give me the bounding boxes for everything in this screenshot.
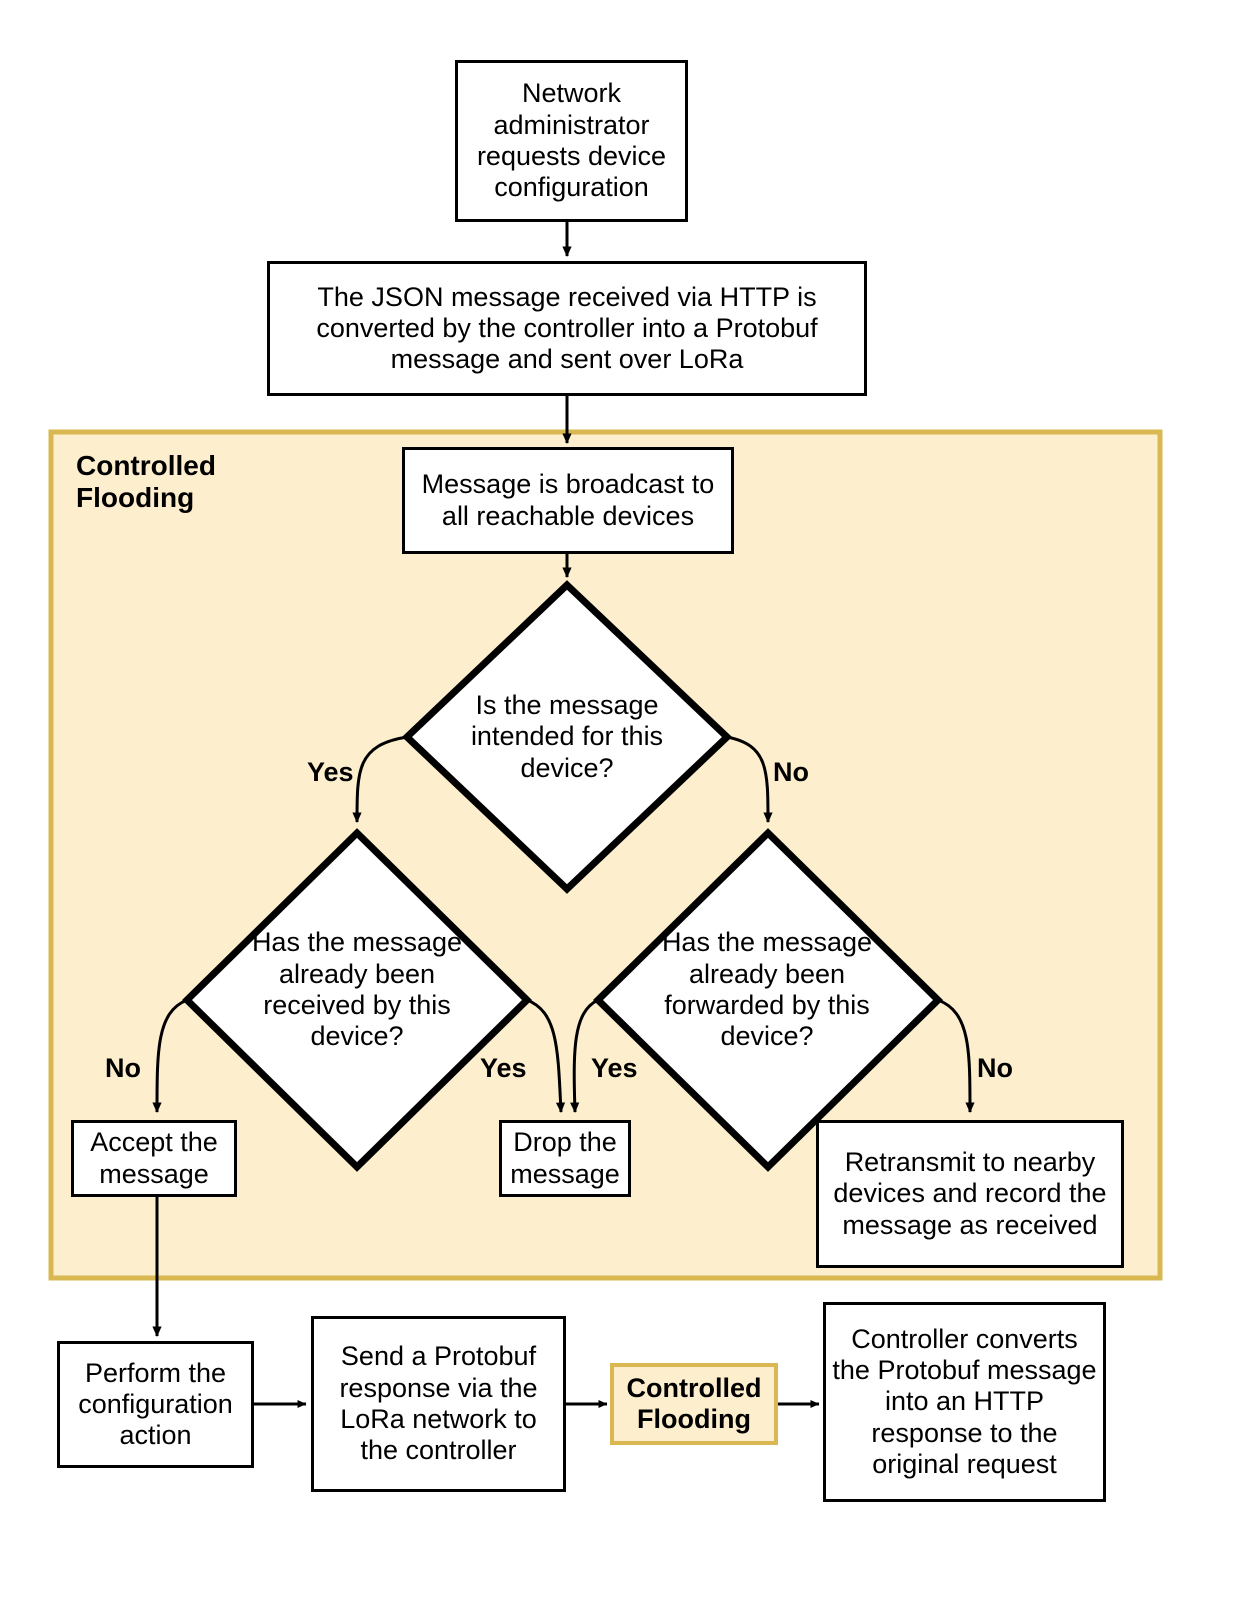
node-convert[interactable]: The JSON message received via HTTP is co… [267, 261, 867, 396]
node-broadcast-label: Message is broadcast to all reachable de… [421, 469, 715, 531]
node-controller-converts-label: Controller converts the Protobuf message… [832, 1323, 1097, 1479]
node-drop[interactable]: Drop the message [499, 1120, 631, 1197]
edge-intended-yes [352, 735, 408, 823]
edge-forwarded-no [937, 998, 975, 1113]
node-convert-label: The JSON message received via HTTP is co… [316, 281, 818, 375]
decision-intended-shape [401, 580, 733, 894]
edge-label-received-yes: Yes [480, 1053, 527, 1084]
edge-label-forwarded-no-text: No [977, 1053, 1013, 1083]
edge-label-intended-no: No [773, 757, 809, 788]
edge-label-intended-yes: Yes [307, 757, 354, 788]
node-accept[interactable]: Accept the message [71, 1120, 237, 1197]
node-controlled-flooding-step-line2: Flooding [637, 1404, 751, 1434]
edge-received-no [152, 998, 188, 1113]
edge-label-forwarded-yes-text: Yes [591, 1053, 638, 1083]
edge-intended-no [726, 735, 773, 823]
edge-received-yes [526, 998, 566, 1113]
node-start-label: Network administrator requests device co… [476, 78, 667, 203]
node-controlled-flooding-step[interactable]: Controlled Flooding [610, 1363, 778, 1445]
node-send-response-label: Send a Protobuf response via the LoRa ne… [339, 1341, 538, 1466]
decision-received-shape [182, 828, 532, 1172]
controlled-flooding-title-line2: Flooding [76, 482, 195, 514]
node-send-response[interactable]: Send a Protobuf response via the LoRa ne… [311, 1316, 566, 1492]
edge-label-forwarded-yes: Yes [591, 1053, 638, 1084]
controlled-flooding-region-title: Controlled Flooding [76, 450, 326, 514]
edge-forwarded-yes [570, 998, 599, 1113]
node-perform[interactable]: Perform the configuration action [57, 1341, 254, 1468]
edge-label-intended-no-text: No [773, 757, 809, 787]
edge-label-received-no: No [105, 1053, 141, 1084]
edge-label-received-no-text: No [105, 1053, 141, 1083]
edge-label-intended-yes-text: Yes [307, 757, 354, 787]
node-broadcast[interactable]: Message is broadcast to all reachable de… [402, 447, 734, 554]
node-start[interactable]: Network administrator requests device co… [455, 60, 688, 222]
node-retransmit[interactable]: Retransmit to nearby devices and record … [816, 1120, 1124, 1268]
node-controller-converts[interactable]: Controller converts the Protobuf message… [823, 1302, 1106, 1502]
edge-label-received-yes-text: Yes [480, 1053, 527, 1083]
node-perform-label: Perform the configuration action [78, 1357, 233, 1451]
node-drop-label: Drop the message [510, 1127, 620, 1189]
controlled-flooding-title-line1: Controlled [76, 450, 216, 481]
decision-forwarded-shape [593, 828, 943, 1172]
node-controlled-flooding-step-line1: Controlled [626, 1372, 762, 1403]
node-accept-label: Accept the message [90, 1127, 218, 1189]
edge-label-forwarded-no: No [977, 1053, 1013, 1084]
node-retransmit-label: Retransmit to nearby devices and record … [833, 1147, 1107, 1240]
